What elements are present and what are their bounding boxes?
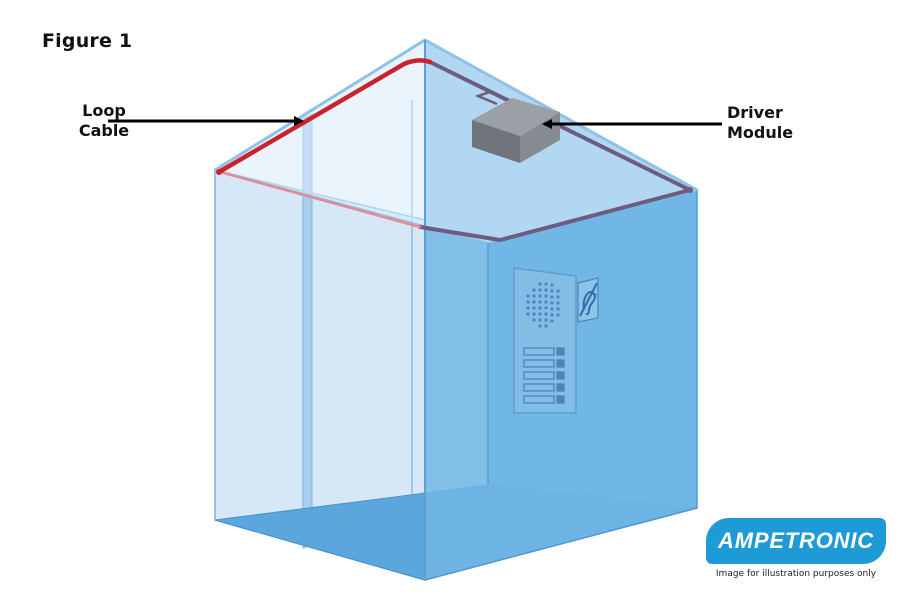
loop-cable-label-line-2: Cable bbox=[78, 121, 130, 140]
loop-cable-end-right bbox=[687, 187, 693, 193]
speaker-grille bbox=[526, 282, 560, 328]
loop-cable-end-left bbox=[216, 169, 222, 175]
floor-buttons bbox=[523, 347, 565, 404]
ampetronic-logo-text: AMPETRONIC bbox=[718, 528, 874, 553]
illustration-disclaimer: Image for illustration purposes only bbox=[715, 569, 877, 579]
ear-with-loop-icon: T bbox=[577, 277, 599, 323]
svg-text:T: T bbox=[592, 293, 598, 301]
driver-module-label-line-2: Module bbox=[727, 123, 794, 142]
driver-module-label-line-1: Driver bbox=[727, 103, 783, 122]
loop-cable-front-run bbox=[216, 58, 433, 175]
loop-cable-label-line-1: Loop bbox=[82, 101, 126, 120]
loop-cable-left-run bbox=[218, 170, 422, 229]
loop-cable-label: Loop Cable bbox=[74, 101, 134, 141]
driver-module-label: Driver Module bbox=[727, 103, 793, 143]
ampetronic-logo: AMPETRONIC bbox=[706, 518, 886, 564]
figure-title: Figure 1 bbox=[42, 30, 133, 52]
lift-control-panel bbox=[513, 267, 577, 414]
